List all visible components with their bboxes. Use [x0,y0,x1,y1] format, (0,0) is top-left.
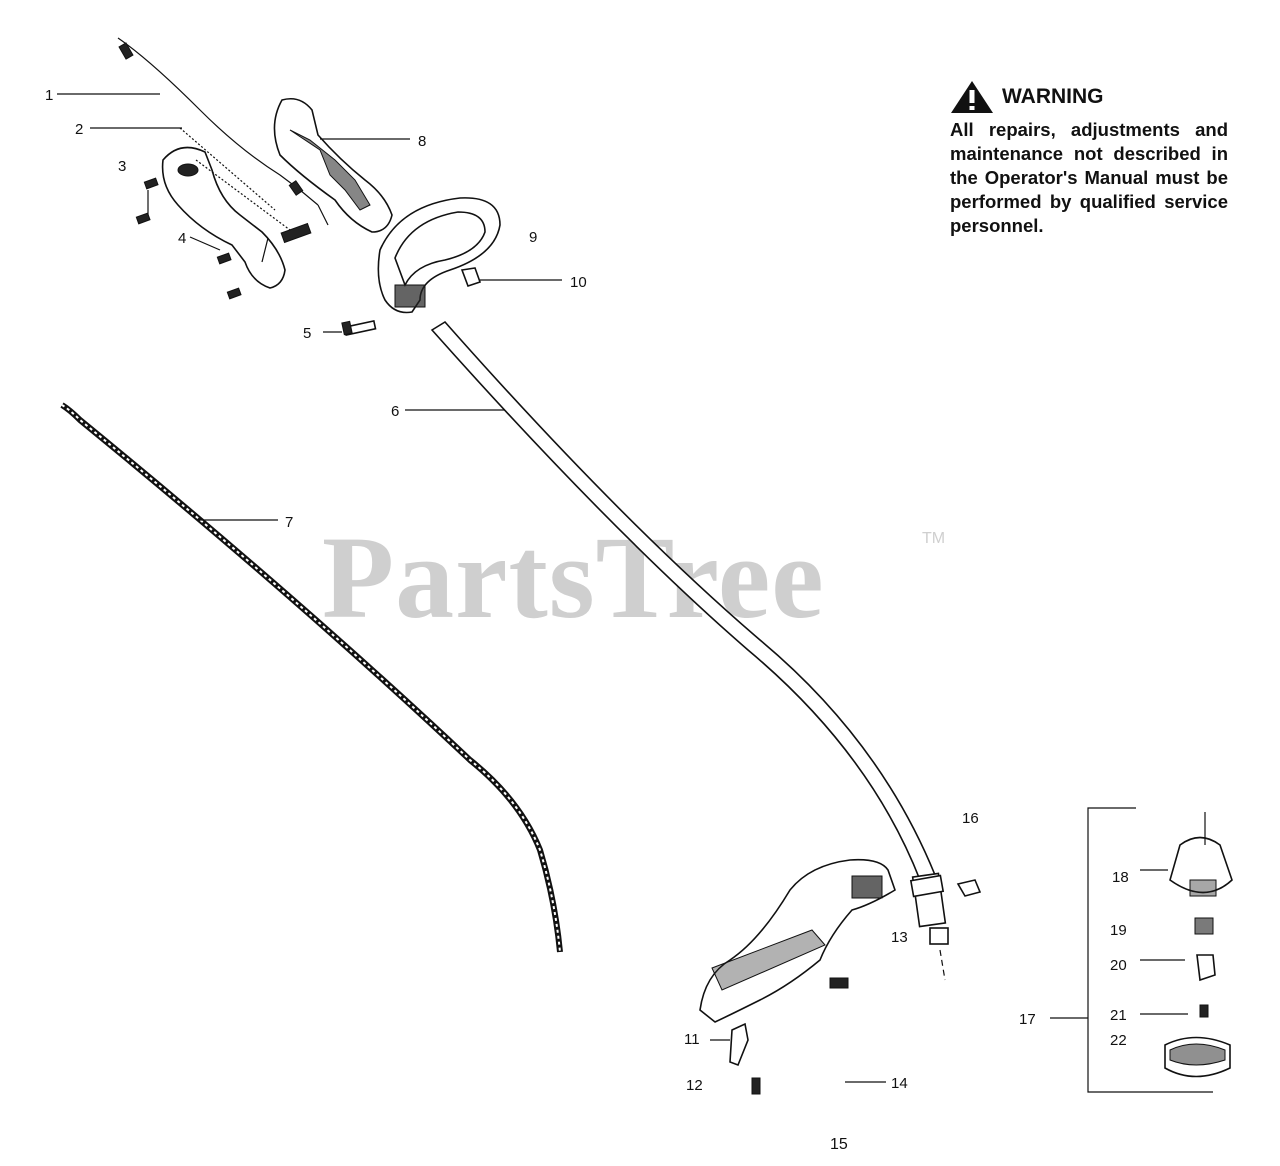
callout-13: 13 [891,929,908,946]
throttle-cable-part [117,37,329,226]
callout-12: 12 [686,1077,703,1094]
callout-17: 17 [1019,1011,1036,1028]
shield-bracket-part [729,977,849,1095]
knob-part [460,267,482,288]
callout-22: 22 [1110,1032,1127,1049]
callout-19: 19 [1110,922,1127,939]
callout-6: 6 [391,403,399,420]
warning-box: WARNING All repairs, adjustments and mai… [950,80,1228,238]
warning-header: WARNING [950,80,1228,114]
callout-20: 20 [1110,957,1127,974]
leader-lines [57,93,1188,1083]
callout-3: 3 [118,158,126,175]
callout-labels: 1 2 3 4 5 6 7 8 9 10 11 12 13 14 16 17 1… [45,87,1129,1094]
partstree-watermark: PartsTree [322,512,825,643]
callout-8: 8 [418,133,426,150]
callout-2: 2 [75,121,83,138]
callout-18: 18 [1112,869,1129,886]
trademark-symbol: TM [922,530,946,547]
warning-text: All repairs, adjustments and maintenance… [950,119,1228,236]
debris-shield-part [699,858,896,1023]
warning-title: WARNING [1002,85,1104,108]
bolt-part [341,320,377,336]
flex-drive-shaft-part [60,402,563,953]
page-number: 15 [830,1136,848,1153]
warning-triangle-icon [951,81,993,113]
callout-11: 11 [684,1031,700,1048]
shaft-clamp-part [909,874,982,898]
callout-7: 7 [285,514,293,531]
callout-16: 16 [962,810,979,827]
callout-5: 5 [303,325,311,342]
callout-9: 9 [529,229,537,246]
loop-handle-part [377,197,501,314]
handle-half-left-part [161,146,312,289]
callout-1: 1 [45,87,53,104]
callout-4: 4 [178,230,186,247]
callout-21: 21 [1110,1007,1127,1024]
screws-part [135,177,242,300]
callout-10: 10 [570,274,587,291]
callout-14: 14 [891,1075,908,1092]
trimmer-head-assembly [1087,807,1233,1093]
handle-half-right-part [273,97,393,233]
